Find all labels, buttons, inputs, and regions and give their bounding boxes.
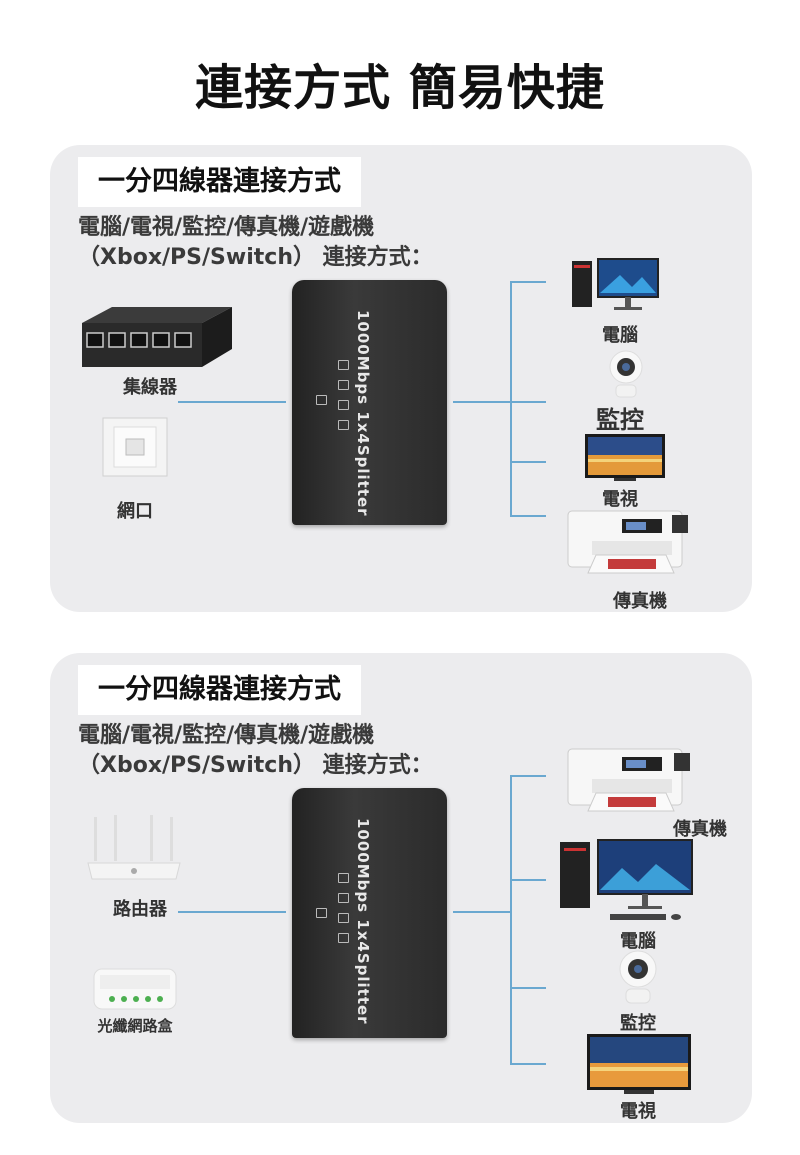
connector-line — [510, 987, 546, 989]
connection-panel-1: 一分四線器連接方式 電腦/電視/監控/傳真機/遊戲機（Xbox/PS/Switc… — [50, 145, 752, 612]
input-label-router: 路由器 — [113, 899, 167, 920]
lan-port-icon — [338, 893, 349, 903]
panel-description: 電腦/電視/監控/傳真機/遊戲機（Xbox/PS/Switch） 連接方式： — [78, 215, 433, 270]
page-title: 連接方式 簡易快捷 — [195, 60, 605, 116]
splitter-device: 1000Mbps 1x4Splitter — [292, 280, 447, 525]
output-label-camera: 監控 — [596, 406, 644, 434]
wifi-router-icon — [84, 813, 184, 887]
output-label-camera: 監控 — [620, 1013, 656, 1034]
output-label-computer: 電腦 — [602, 325, 638, 346]
connector-line — [178, 401, 286, 403]
splitter-label: 1000Mbps 1x4Splitter — [354, 310, 372, 517]
connector-line — [510, 401, 546, 403]
printer-icon — [562, 745, 696, 821]
lan-port-icon — [338, 380, 349, 390]
connector-line — [178, 911, 286, 913]
output-label-tv: 電視 — [620, 1101, 656, 1122]
panel-heading: 一分四線器連接方式 — [78, 157, 361, 207]
connector-line — [510, 1063, 546, 1065]
output-label-tv: 電視 — [602, 489, 638, 510]
output-label-printer: 傳真機 — [613, 591, 667, 612]
lan-port-icon — [338, 933, 349, 943]
connector-line — [510, 515, 546, 517]
printer-icon — [562, 507, 694, 583]
splitter-device: 1000Mbps 1x4Splitter — [292, 788, 447, 1038]
connector-line — [453, 401, 511, 403]
output-label-computer: 電腦 — [620, 931, 656, 952]
desktop-computer-icon — [556, 838, 696, 928]
connector-line — [510, 775, 512, 1065]
lan-port-icon — [338, 420, 349, 430]
input-label-wall-port: 網口 — [117, 501, 153, 522]
panel-description: 電腦/電視/監控/傳真機/遊戲機（Xbox/PS/Switch） 連接方式： — [78, 723, 433, 778]
connector-line — [510, 461, 546, 463]
input-label-hub: 集線器 — [123, 377, 177, 398]
connector-line — [510, 281, 512, 517]
security-camera-icon — [606, 349, 646, 399]
connector-line — [510, 775, 546, 777]
desktop-computer-icon — [570, 257, 670, 317]
connection-panel-2: 一分四線器連接方式 電腦/電視/監控/傳真機/遊戲機（Xbox/PS/Switc… — [50, 653, 752, 1123]
connector-line — [510, 879, 546, 881]
security-camera-icon — [616, 949, 660, 1007]
fiber-modem-icon — [90, 965, 180, 1013]
lan-port-icon — [338, 913, 349, 923]
splitter-label: 1000Mbps 1x4Splitter — [354, 818, 372, 1025]
television-icon — [586, 1033, 692, 1099]
input-label-fiber-modem: 光纖網路盒 — [97, 1017, 173, 1035]
lan-port-icon — [316, 908, 327, 918]
television-icon — [584, 433, 666, 485]
ethernet-wall-port-icon — [102, 417, 168, 477]
connector-line — [510, 281, 546, 283]
connector-line — [453, 911, 511, 913]
lan-port-icon — [338, 873, 349, 883]
lan-port-icon — [338, 360, 349, 370]
output-label-printer: 傳真機 — [673, 819, 727, 840]
lan-port-icon — [338, 400, 349, 410]
network-switch-icon — [72, 303, 234, 373]
panel-heading: 一分四線器連接方式 — [78, 665, 361, 715]
lan-port-icon — [316, 395, 327, 405]
